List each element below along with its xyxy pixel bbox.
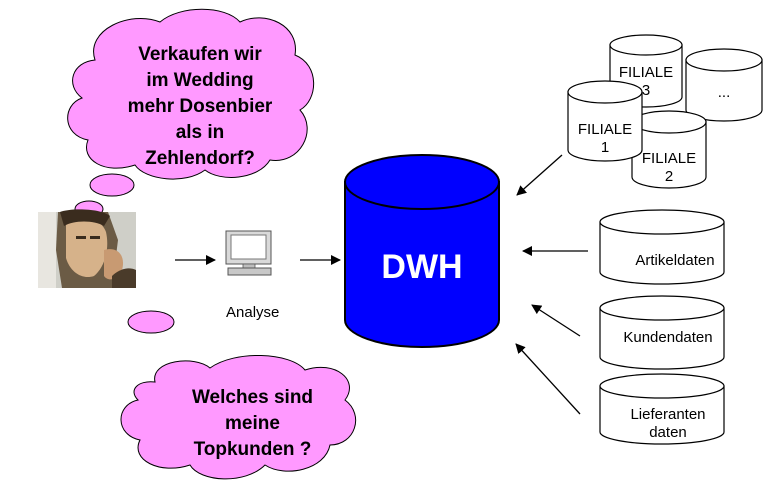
kundendaten-label: Kundendaten	[623, 329, 713, 346]
filiale-1-label-line-1: FILIALE	[577, 121, 633, 138]
filiale-2-label-line-2: 2	[664, 168, 674, 185]
db-kundendaten	[599, 295, 725, 370]
db-artikeldaten	[599, 209, 725, 285]
filiale-2-label-line-1: FILIALE	[641, 150, 697, 167]
thinking-person-icon	[38, 209, 136, 288]
thought-dot-1	[89, 173, 135, 197]
filiale-more-label: ...	[717, 84, 731, 101]
computer-icon	[225, 230, 272, 276]
arrow-lieferantendaten-to-dwh	[515, 343, 581, 415]
analyse-label: Analyse	[226, 304, 280, 321]
lieferantendaten-label-line-2: daten	[649, 424, 687, 441]
question-2-line-1: Welches sind	[191, 387, 314, 408]
question-1-line-1: Verkaufen wir	[138, 44, 262, 65]
db-filiale-2	[631, 110, 707, 189]
thought-bubble-2	[120, 354, 357, 480]
question-2-line-3: Topkunden ?	[193, 439, 312, 460]
filiale-1-label-line-2: 1	[600, 139, 610, 156]
db-lieferantendaten	[599, 373, 725, 445]
dwh-cylinder	[344, 154, 500, 348]
artikeldaten-label: Artikeldaten	[635, 252, 715, 269]
db-filiale-1	[567, 80, 643, 162]
question-1-line-4: als in	[175, 122, 225, 143]
arrow-kundendaten-to-dwh	[531, 304, 581, 337]
question-bubble-1-text: Verkaufen wir im Wedding mehr Dosenbier …	[100, 42, 300, 172]
thought-dot-6	[127, 310, 175, 334]
filiale-3-label-line-2: 3	[641, 82, 651, 99]
filiale-2-label: FILIALE 2	[632, 150, 706, 186]
filiale-3-label: FILIALE 3	[610, 64, 682, 100]
arrow-filialen-to-dwh	[516, 154, 563, 196]
question-1-line-3: mehr Dosenbier	[127, 96, 273, 117]
question-1-line-5: Zehlendorf?	[145, 148, 255, 169]
dwh-label: DWH	[381, 248, 463, 286]
lieferantendaten-label: Lieferanten daten	[608, 406, 728, 442]
lieferantendaten-label-line-1: Lieferanten	[630, 406, 706, 423]
thought-bubble-1	[67, 8, 315, 218]
question-1-line-2: im Wedding	[146, 70, 254, 91]
question-bubble-2-text: Welches sind meine Topkunden ?	[155, 385, 350, 463]
question-2-line-2: meine	[225, 413, 280, 434]
filiale-1-label: FILIALE 1	[568, 121, 642, 157]
filiale-3-label-line-1: FILIALE	[618, 64, 674, 81]
